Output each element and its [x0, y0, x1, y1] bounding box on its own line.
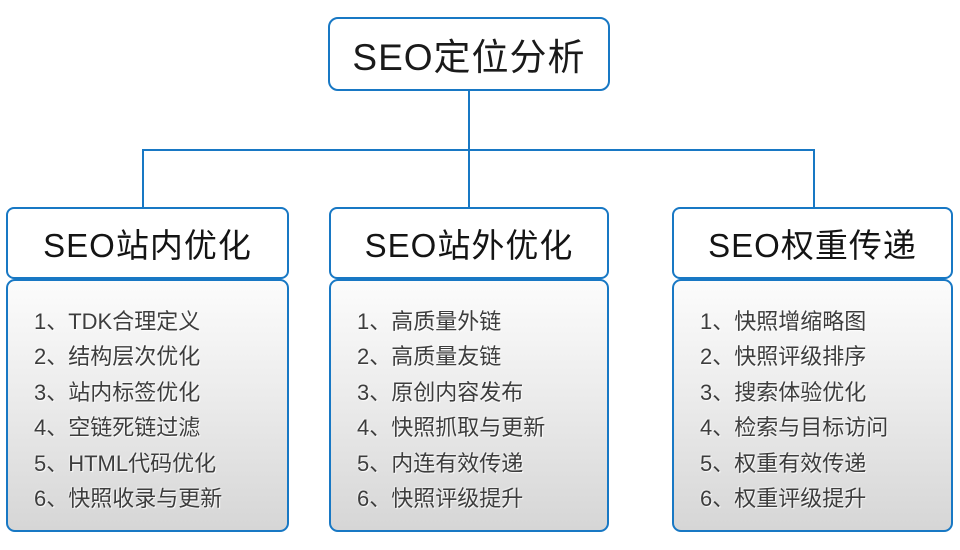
branch-weight-list: 1、快照增缩略图 2、快照评级排序 3、搜索体验优化 4、检索与目标访问 5、权… — [672, 279, 953, 532]
root-node-label: SEO定位分析 — [352, 37, 586, 78]
list-item: 2、高质量友链 — [357, 344, 502, 370]
branch-onsite-list: 1、TDK合理定义 2、结构层次优化 3、站内标签优化 4、空链死链过滤 5、H… — [6, 279, 289, 532]
branch-onsite-header: SEO站内优化 — [6, 207, 289, 279]
list-item: 3、站内标签优化 — [34, 379, 201, 405]
branch-weight-header: SEO权重传递 — [672, 207, 953, 279]
list-item: 1、TDK合理定义 — [34, 308, 201, 334]
branch-offsite-title: SEO站外优化 — [364, 227, 574, 264]
list-item: 5、权重有效传递 — [700, 450, 867, 476]
branch-onsite-title: SEO站内优化 — [43, 227, 252, 264]
list-item: 1、快照增缩略图 — [700, 308, 867, 334]
branch-weight-title: SEO权重传递 — [708, 227, 917, 264]
branch-offsite-list: 1、高质量外链 2、高质量友链 3、原创内容发布 4、快照抓取与更新 5、内连有… — [329, 279, 609, 532]
list-item: 5、HTML代码优化 — [34, 450, 217, 476]
list-item: 1、高质量外链 — [357, 308, 502, 334]
list-item: 6、快照评级提升 — [357, 486, 524, 512]
list-item: 6、权重评级提升 — [700, 486, 867, 512]
list-item: 6、快照收录与更新 — [34, 486, 223, 512]
list-item: 4、空链死链过滤 — [34, 415, 201, 441]
list-item: 2、结构层次优化 — [34, 344, 201, 370]
list-item: 4、检索与目标访问 — [700, 415, 889, 441]
list-item: 3、搜索体验优化 — [700, 379, 867, 405]
list-item: 2、快照评级排序 — [700, 344, 867, 370]
branch-offsite-header: SEO站外优化 — [329, 207, 609, 279]
list-item: 3、原创内容发布 — [357, 379, 524, 405]
list-item: 4、快照抓取与更新 — [357, 415, 546, 441]
root-node: SEO定位分析 — [328, 17, 610, 91]
list-item: 5、内连有效传递 — [357, 450, 524, 476]
